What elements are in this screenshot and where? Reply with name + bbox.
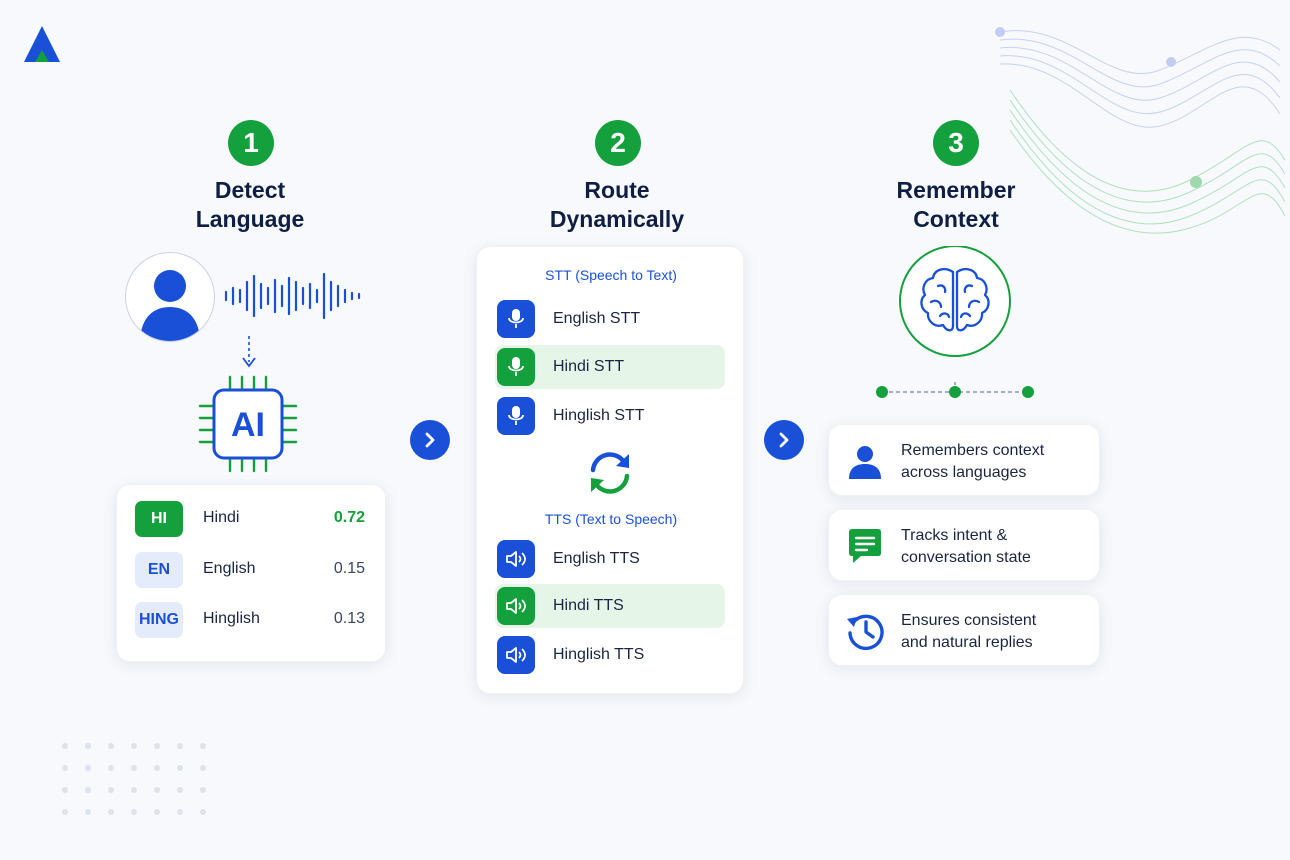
- language-name: Hinglish: [203, 610, 260, 627]
- step-3-number: 3: [933, 120, 979, 166]
- chevron-right-icon: [425, 432, 435, 448]
- stt-option-active[interactable]: Hindi STT: [495, 345, 725, 389]
- context-text-line1: Tracks intent &: [901, 527, 1008, 544]
- language-name: Hindi: [203, 509, 240, 526]
- language-name: English: [203, 560, 256, 577]
- brand-logo: [24, 26, 60, 62]
- context-text: Ensures consistent and natural replies: [901, 610, 1091, 654]
- language-score: 0.72: [333, 509, 365, 526]
- speaker-icon: [497, 587, 535, 625]
- tts-option-label: Hinglish TTS: [553, 646, 645, 663]
- step-3-title: Remember Context: [826, 176, 1086, 234]
- tts-option-active[interactable]: Hindi TTS: [495, 584, 725, 628]
- step-3-title-line2: Context: [913, 206, 999, 232]
- context-text-line1: Remembers context: [901, 442, 1045, 459]
- context-card: Remembers context across languages: [828, 424, 1100, 496]
- language-score: 0.15: [333, 560, 365, 577]
- step-2-title-line2: Dynamically: [549, 206, 685, 232]
- decorative-dot-grid: [62, 743, 206, 815]
- language-score: 0.13: [333, 610, 365, 627]
- step-3-title-line1: Remember: [896, 177, 1016, 203]
- routing-card: STT (Speech to Text) English STT Hindi S…: [476, 246, 744, 694]
- tts-option[interactable]: English TTS: [495, 537, 725, 581]
- language-row: EN English 0.15: [117, 550, 387, 590]
- tts-option-label: Hindi TTS: [553, 597, 624, 614]
- ai-chip-icon: AI: [198, 375, 298, 473]
- step-2-title: Route Dynamically: [487, 176, 747, 234]
- decorative-waves: [995, 27, 1285, 234]
- step-1-title-line2: Language: [195, 206, 305, 232]
- step-1-title-line1: Detect: [214, 177, 286, 203]
- context-text-line2: and natural replies: [901, 634, 1033, 651]
- language-row: HI Hindi 0.72: [117, 499, 387, 539]
- tts-section-title: TTS (Text to Speech): [544, 511, 678, 527]
- speaker-icon: [497, 636, 535, 674]
- stt-option-label: Hinglish STT: [553, 407, 645, 424]
- language-row: HING Hinglish 0.13: [117, 600, 387, 640]
- context-card: Tracks intent & conversation state: [828, 509, 1100, 581]
- speaker-icon: [497, 540, 535, 578]
- stt-section-title: STT (Speech to Text): [545, 267, 677, 283]
- speaker-avatar: [125, 252, 215, 342]
- tts-option[interactable]: Hinglish TTS: [495, 633, 725, 677]
- tts-option-label: English TTS: [553, 550, 640, 567]
- next-step-arrow: [410, 420, 450, 460]
- stt-option[interactable]: English STT: [495, 297, 725, 341]
- context-card: Ensures consistent and natural replies: [828, 594, 1100, 666]
- chevron-right-icon: [779, 432, 789, 448]
- context-text-line2: conversation state: [901, 549, 1031, 566]
- chip-label: AI: [231, 406, 265, 444]
- sync-arrows-icon: [590, 452, 630, 494]
- dashed-down-arrow-icon: [242, 336, 256, 368]
- step-1-number: 1: [228, 120, 274, 166]
- stt-option-label: Hindi STT: [553, 358, 625, 375]
- brain-icon: [899, 246, 1011, 357]
- context-text: Remembers context across languages: [901, 440, 1091, 484]
- language-scores-card: HI Hindi 0.72 EN English 0.15 HING Hingl…: [116, 484, 386, 662]
- stt-option[interactable]: Hinglish STT: [495, 394, 725, 438]
- user-icon: [849, 446, 881, 479]
- microphone-icon: [497, 397, 535, 435]
- person-icon: [140, 270, 200, 341]
- stt-option-label: English STT: [553, 310, 641, 327]
- next-step-arrow: [764, 420, 804, 460]
- language-code-badge: HING: [135, 602, 183, 638]
- microphone-icon: [497, 348, 535, 386]
- microphone-icon: [497, 300, 535, 338]
- step-2-title-line1: Route: [584, 177, 650, 203]
- context-text: Tracks intent & conversation state: [901, 525, 1091, 569]
- history-icon: [847, 614, 884, 651]
- step-2-number: 2: [595, 120, 641, 166]
- language-code-badge: HI: [135, 501, 183, 537]
- context-text-line1: Ensures consistent: [901, 612, 1037, 629]
- audio-waveform-icon: [224, 272, 361, 320]
- context-text-line2: across languages: [901, 464, 1027, 481]
- language-code-badge: EN: [135, 552, 183, 588]
- context-connector-icon: [876, 382, 1034, 398]
- step-1-title: Detect Language: [120, 176, 380, 234]
- chat-icon: [849, 529, 881, 563]
